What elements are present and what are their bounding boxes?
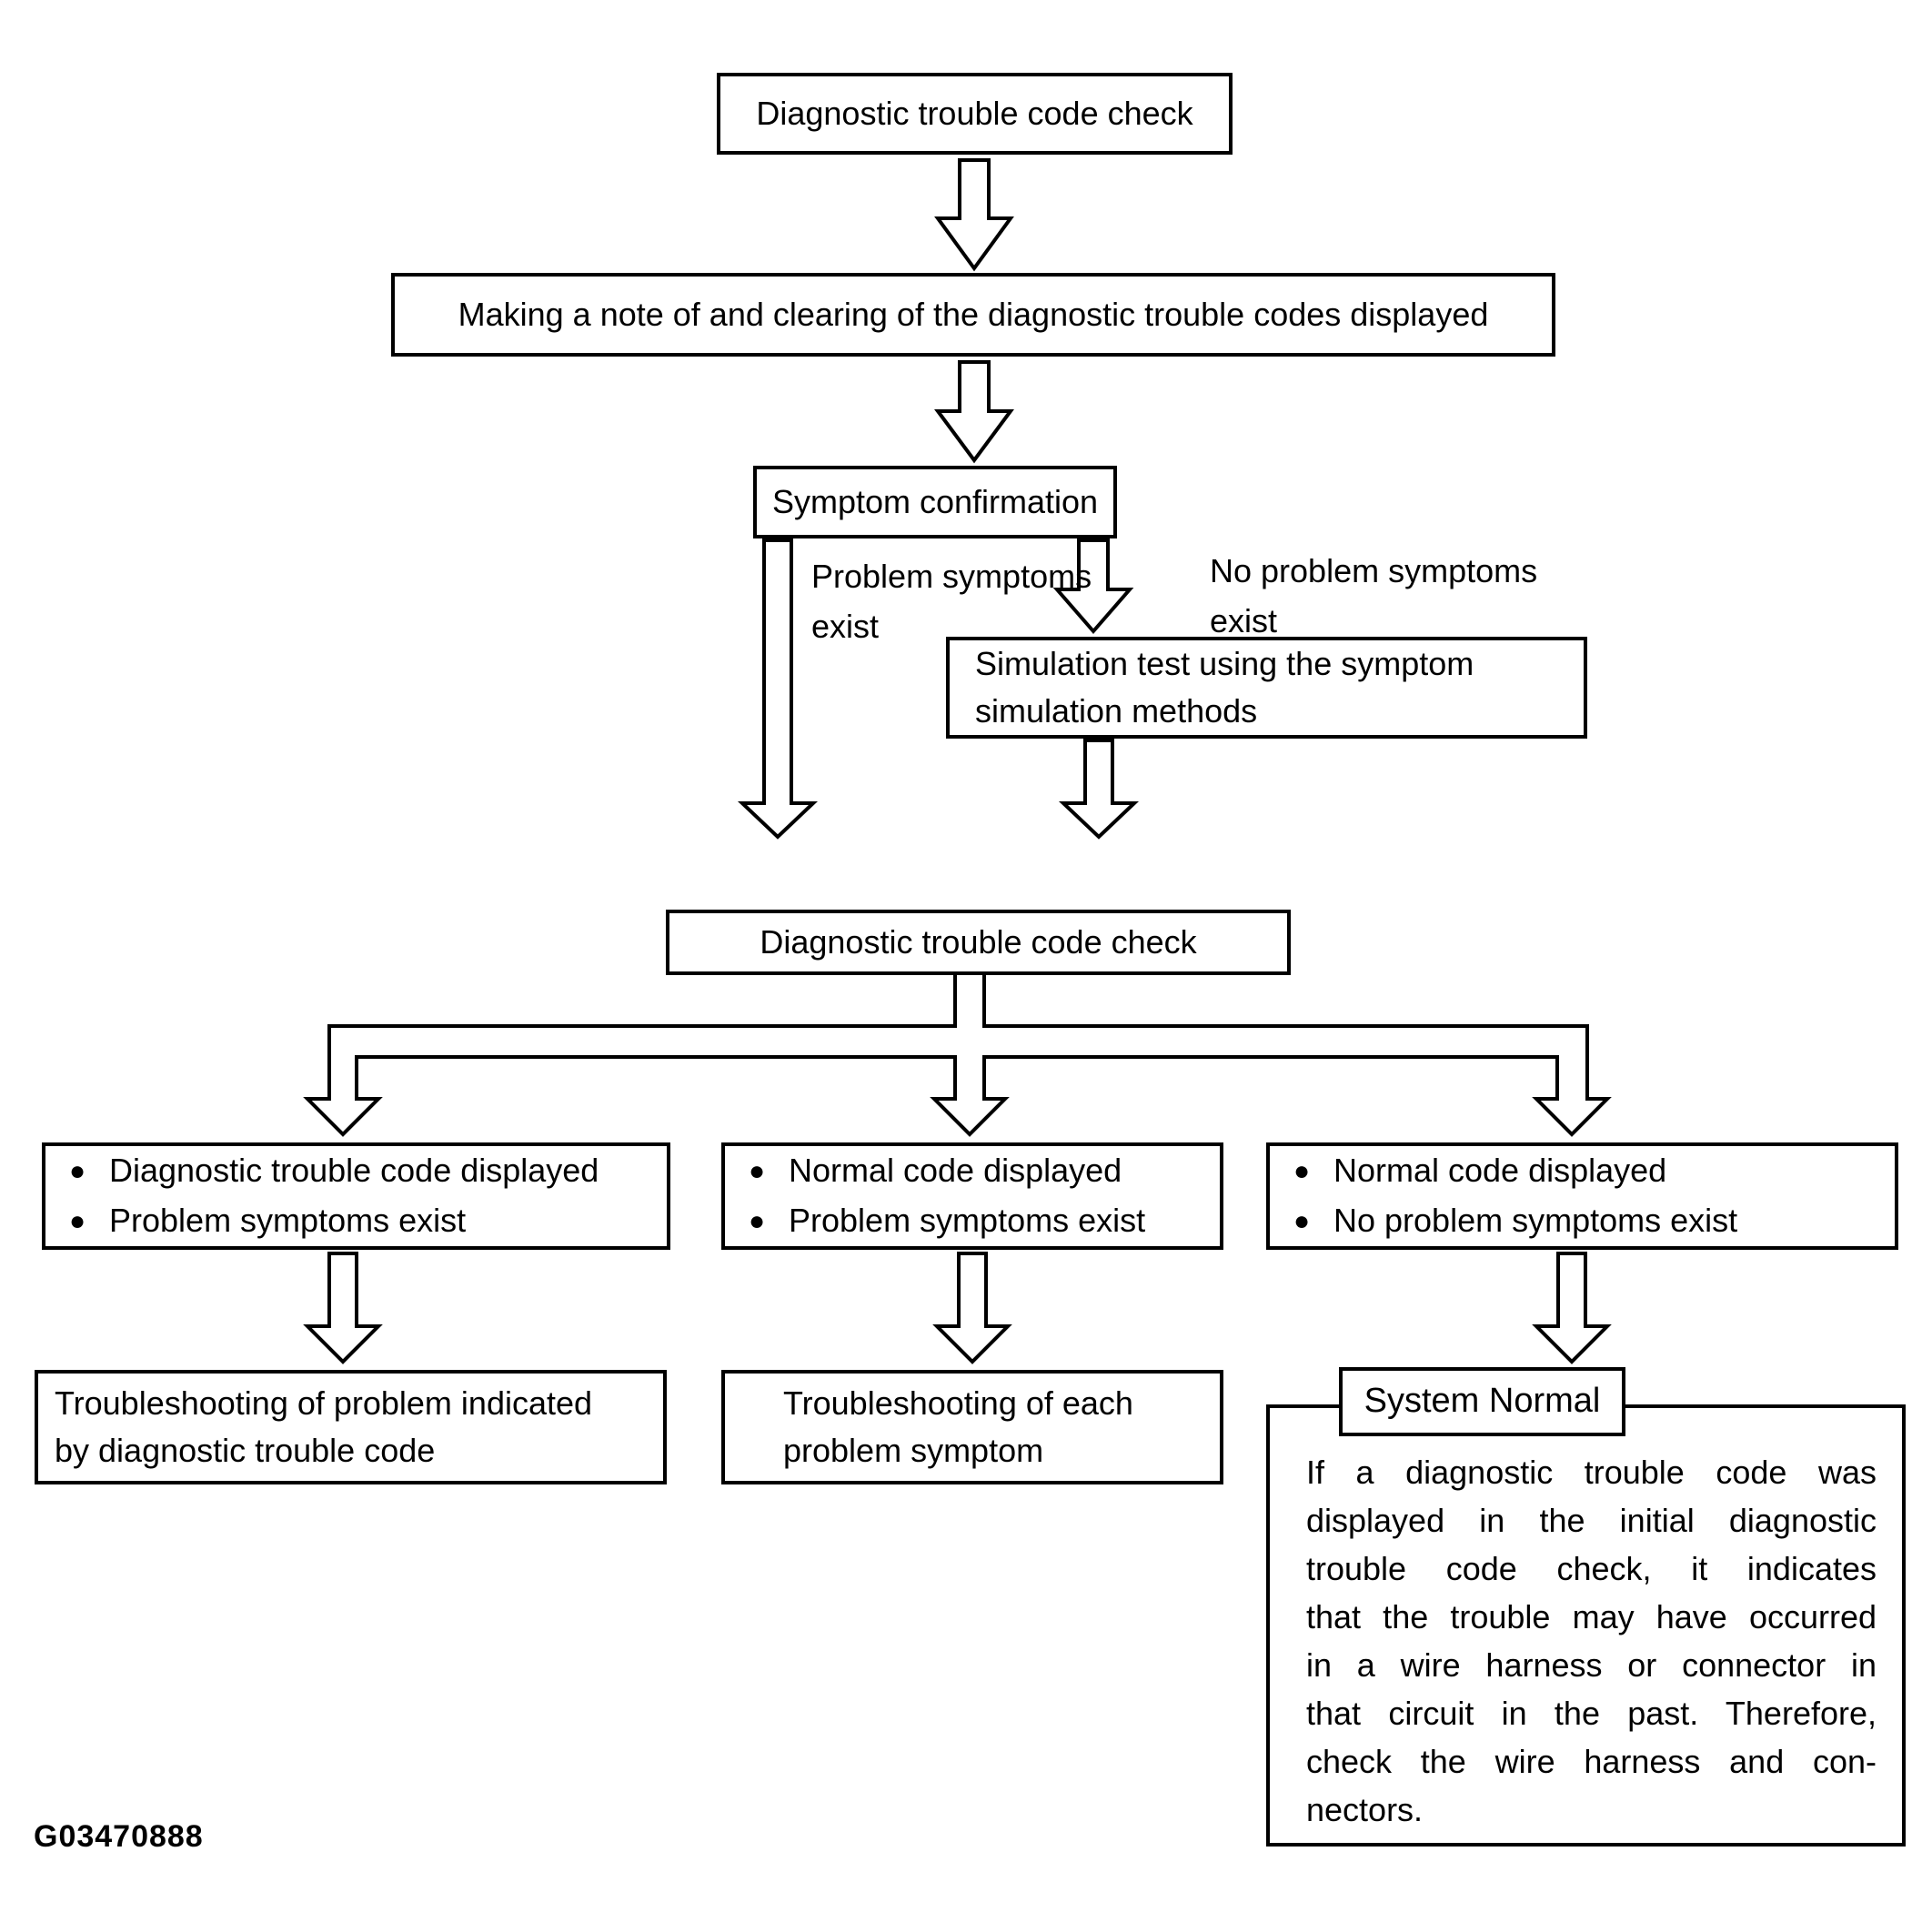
- node-outcome1-conditions: ● Diagnostic trouble code displayed ● Pr…: [42, 1142, 670, 1250]
- system-normal-note-line: in a wire harness or connector in: [1306, 1646, 1877, 1684]
- outcome1-condition-2: Problem symptoms exist: [109, 1202, 467, 1240]
- system-normal-note-line: nectors.: [1306, 1791, 1424, 1828]
- bullet-icon: ●: [69, 1156, 86, 1186]
- system-normal-note-line: that the trouble may have occurred: [1306, 1598, 1877, 1635]
- outcome1-condition-row: ● Diagnostic trouble code displayed: [69, 1146, 667, 1196]
- outcome3-condition-row: ● No problem symptoms exist: [1293, 1196, 1895, 1246]
- system-normal-note-line: trouble code check, it indicates: [1306, 1550, 1877, 1587]
- branch-label-problem-line1: Problem symptoms: [811, 558, 1092, 595]
- node-system-normal-label: System Normal: [1363, 1382, 1601, 1421]
- arrow-down-icon-no-problem-branch: [1052, 538, 1134, 635]
- branch-manifold-three-way: [303, 971, 1612, 1137]
- node-symptom-confirmation: Symptom confirmation: [753, 466, 1117, 538]
- node-dtc-check-2-label: Diagnostic trouble code check: [760, 922, 1197, 961]
- branch-label-problem-line2: exist: [811, 608, 880, 645]
- node-simulation-test-line2: simulation methods: [975, 692, 1258, 730]
- system-normal-note-line: displayed in the initial diagnostic: [1306, 1502, 1877, 1539]
- system-normal-note-line: If a diagnostic trouble code was: [1306, 1454, 1877, 1491]
- arrow-down-icon-problem-branch: [737, 538, 819, 840]
- outcome1-condition-row: ● Problem symptoms exist: [69, 1196, 667, 1246]
- arrow-down-icon-check1-to-note: [934, 158, 1014, 272]
- node-dtc-check-2: Diagnostic trouble code check: [666, 910, 1291, 975]
- branch-label-no-problem-line2: exist: [1210, 602, 1278, 639]
- system-normal-note-line: check the wire harness and con-: [1306, 1743, 1877, 1780]
- system-normal-note: If a diagnostic trouble code was display…: [1266, 1404, 1906, 1847]
- figure-id-label: G03470888: [34, 1819, 204, 1854]
- bullet-icon: ●: [749, 1206, 766, 1236]
- branch-label-no-problem-symptoms-exist: No problem symptoms exist: [1210, 546, 1537, 646]
- branch-label-problem-symptoms-exist: Problem symptoms exist: [811, 551, 1092, 651]
- node-outcome2-conditions: ● Normal code displayed ● Problem sympto…: [721, 1142, 1223, 1250]
- node-simulation-test: Simulation test using the symptom simula…: [946, 637, 1587, 739]
- troubleshoot-each-symptom-line1: Troubleshooting of each: [783, 1384, 1133, 1422]
- bullet-icon: ●: [1293, 1156, 1311, 1186]
- arrow-down-icon-outcome1: [303, 1252, 383, 1364]
- system-normal-note-line: that circuit in the past. Therefore,: [1306, 1695, 1877, 1732]
- node-note-and-clear: Making a note of and clearing of the dia…: [391, 273, 1555, 357]
- bullet-icon: ●: [69, 1206, 86, 1236]
- node-dtc-check-1-label: Diagnostic trouble code check: [756, 94, 1193, 132]
- bullet-icon: ●: [749, 1156, 766, 1186]
- outcome2-condition-row: ● Problem symptoms exist: [749, 1196, 1220, 1246]
- node-dtc-check-1: Diagnostic trouble code check: [717, 73, 1233, 155]
- outcome2-condition-1: Normal code displayed: [789, 1152, 1122, 1190]
- troubleshoot-by-dtc-line1: Troubleshooting of problem indicated: [55, 1384, 593, 1422]
- outcome3-condition-2: No problem symptoms exist: [1333, 1202, 1738, 1240]
- arrow-down-icon-simulation-to-check2: [1058, 739, 1140, 840]
- branch-label-no-problem-line1: No problem symptoms: [1210, 552, 1538, 589]
- node-troubleshoot-each-symptom: Troubleshooting of each problem symptom: [721, 1370, 1223, 1484]
- troubleshoot-by-dtc-line2: by diagnostic trouble code: [55, 1432, 436, 1469]
- node-troubleshoot-by-dtc: Troubleshooting of problem indicated by …: [35, 1370, 667, 1484]
- node-note-and-clear-label: Making a note of and clearing of the dia…: [458, 295, 1489, 333]
- node-outcome3-conditions: ● Normal code displayed ● No problem sym…: [1266, 1142, 1898, 1250]
- outcome3-condition-1: Normal code displayed: [1333, 1152, 1667, 1190]
- node-simulation-test-line1: Simulation test using the symptom: [975, 645, 1474, 682]
- arrow-down-icon-note-to-symptom: [934, 360, 1014, 464]
- outcome3-condition-row: ● Normal code displayed: [1293, 1146, 1895, 1196]
- outcome1-condition-1: Diagnostic trouble code displayed: [109, 1152, 599, 1190]
- bullet-icon: ●: [1293, 1206, 1311, 1236]
- outcome2-condition-2: Problem symptoms exist: [789, 1202, 1146, 1240]
- arrow-down-icon-outcome3: [1532, 1252, 1612, 1364]
- node-symptom-confirmation-label: Symptom confirmation: [771, 482, 1099, 520]
- arrow-down-icon-outcome2: [932, 1252, 1012, 1364]
- troubleshoot-each-symptom-line2: problem symptom: [783, 1432, 1044, 1469]
- node-system-normal: System Normal: [1339, 1367, 1625, 1436]
- outcome2-condition-row: ● Normal code displayed: [749, 1146, 1220, 1196]
